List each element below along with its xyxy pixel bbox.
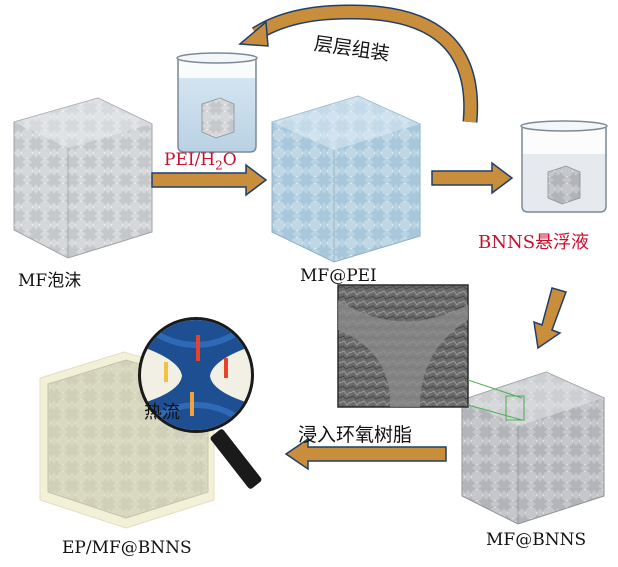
magnifier (138, 317, 262, 489)
label-pei-h2o-tail: O (222, 150, 237, 170)
beaker-pei (176, 52, 258, 153)
label-mf-pei: MF@PEI (300, 266, 377, 286)
label-pei-h2o: PEI/H2O (164, 150, 237, 172)
arrow-to-epoxy (284, 437, 447, 471)
mf-bnns-cube (461, 371, 605, 525)
label-mf-foam: MF泡沫 (18, 271, 82, 291)
beaker-bnns (520, 120, 608, 213)
label-heat-flow: 热流 (144, 402, 180, 423)
label-mf-bnns: MF@BNNS (486, 530, 587, 550)
arrow-to-bnns-beaker (431, 161, 514, 195)
mf-pei-cube (271, 95, 421, 263)
label-pei-h2o-subscript: 2 (215, 158, 223, 173)
arrow-to-pei (151, 163, 268, 197)
label-impregnate-epoxy: 浸入环氧树脂 (298, 424, 413, 446)
mf-foam-cube (13, 97, 153, 259)
sem-micrograph (337, 284, 525, 421)
label-pei-h2o-main: PEI/H (164, 150, 216, 170)
arrow-to-mf-bnns (533, 287, 567, 350)
label-ep-mf-bnns: EP/MF@BNNS (62, 538, 192, 558)
label-bnns-suspension: BNNS悬浮液 (478, 232, 590, 253)
